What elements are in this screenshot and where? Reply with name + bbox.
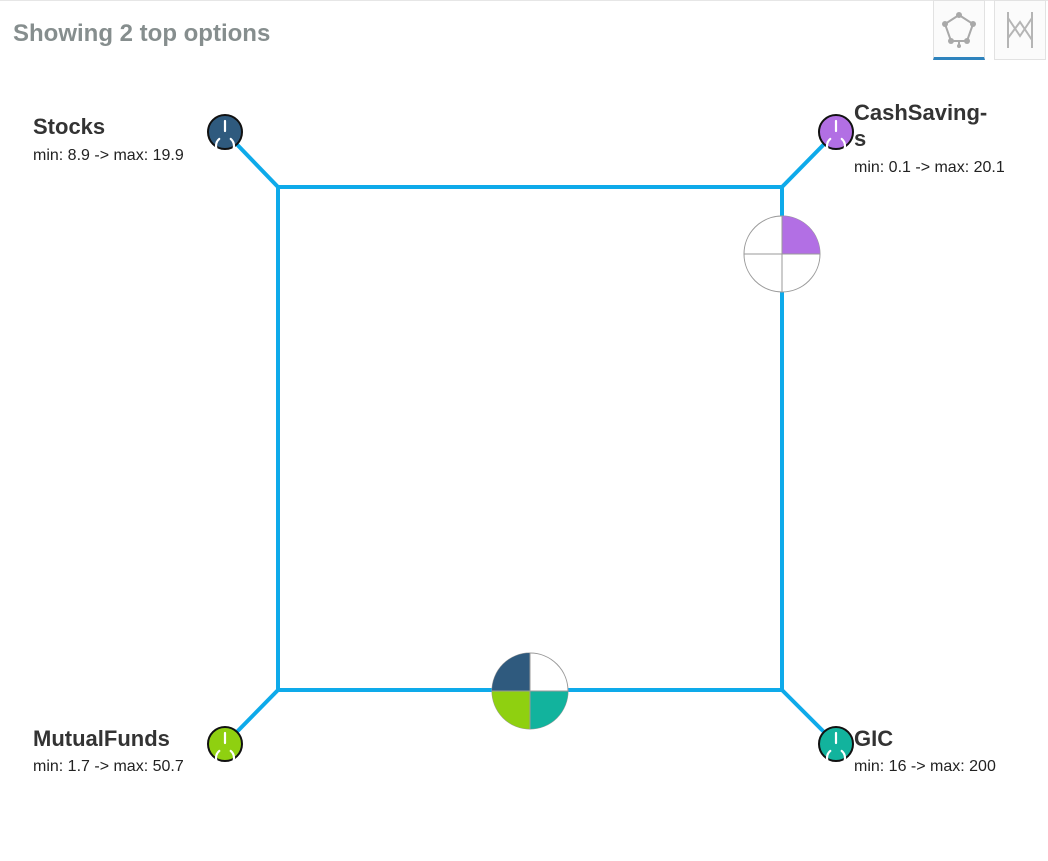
option-2-wedge <box>530 691 568 729</box>
radar-polygon <box>276 185 784 692</box>
axis-toggle-power-icon[interactable] <box>818 114 854 156</box>
axis-range-mutualfunds: min: 1.7 -> max: 50.7 <box>33 758 184 775</box>
parallel-coordinates-icon <box>1007 12 1033 48</box>
axis-label-gic: GIC <box>854 726 894 751</box>
axis-range-stocks: min: 8.9 -> max: 19.9 <box>33 147 184 164</box>
option-2-wedge <box>492 653 530 691</box>
option-2-wedge <box>492 691 530 729</box>
polygon-network-icon <box>942 12 976 48</box>
top-border <box>0 0 1048 1</box>
page-title: Showing 2 top options <box>13 20 271 47</box>
view-toggle-polygon[interactable] <box>933 0 985 60</box>
axis-label-mutualfunds: MutualFunds <box>33 726 170 751</box>
axis-toggle-power-icon[interactable] <box>207 114 243 156</box>
option-1-wedge <box>782 216 820 254</box>
axis-toggle-power-icon[interactable] <box>207 726 243 768</box>
view-toggle-parallel[interactable] <box>994 0 1046 60</box>
axis-range-gic: min: 16 -> max: 200 <box>854 758 996 775</box>
axis-toggle-power-icon[interactable] <box>818 726 854 768</box>
axis-label-stocks: Stocks <box>33 114 106 139</box>
axis-range-cashsavings: min: 0.1 -> max: 20.1 <box>854 159 1005 176</box>
axis-label-cashsavings: CashSaving- s <box>854 100 988 151</box>
